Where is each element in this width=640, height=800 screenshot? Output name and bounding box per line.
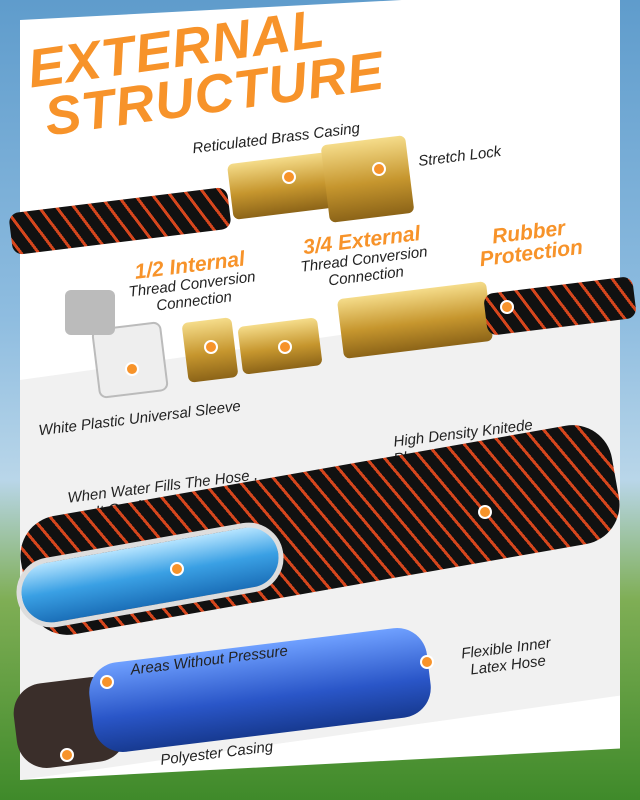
key-tap bbox=[65, 290, 115, 335]
half-internal-marker bbox=[204, 340, 218, 354]
no-pressure-marker bbox=[100, 675, 114, 689]
three-quarter-marker bbox=[278, 340, 292, 354]
stretch-lock bbox=[320, 135, 415, 223]
rubber-marker bbox=[500, 300, 514, 314]
water-marker bbox=[170, 562, 184, 576]
sleeve-marker bbox=[125, 362, 139, 376]
brass-casing-marker bbox=[282, 170, 296, 184]
inner-hose-marker bbox=[420, 655, 434, 669]
fabric-marker bbox=[478, 505, 492, 519]
polyester-marker bbox=[60, 748, 74, 762]
stretch-lock-marker bbox=[372, 162, 386, 176]
